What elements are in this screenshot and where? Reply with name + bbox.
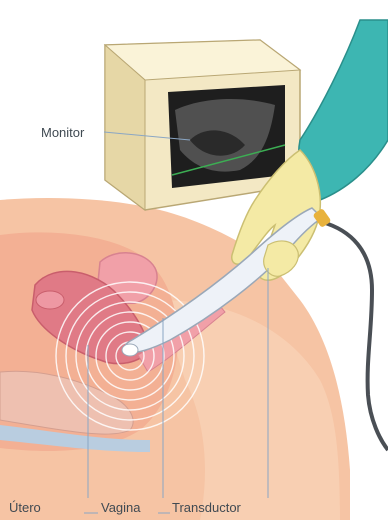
- transducer-label: Transductor: [172, 500, 241, 515]
- ovary: [36, 291, 64, 309]
- uterus-label: Útero: [9, 500, 41, 515]
- monitor-label: Monitor: [41, 125, 84, 140]
- vagina-label: Vagina: [101, 500, 141, 515]
- probe-tip: [122, 344, 138, 356]
- glove-fingers: [264, 241, 299, 276]
